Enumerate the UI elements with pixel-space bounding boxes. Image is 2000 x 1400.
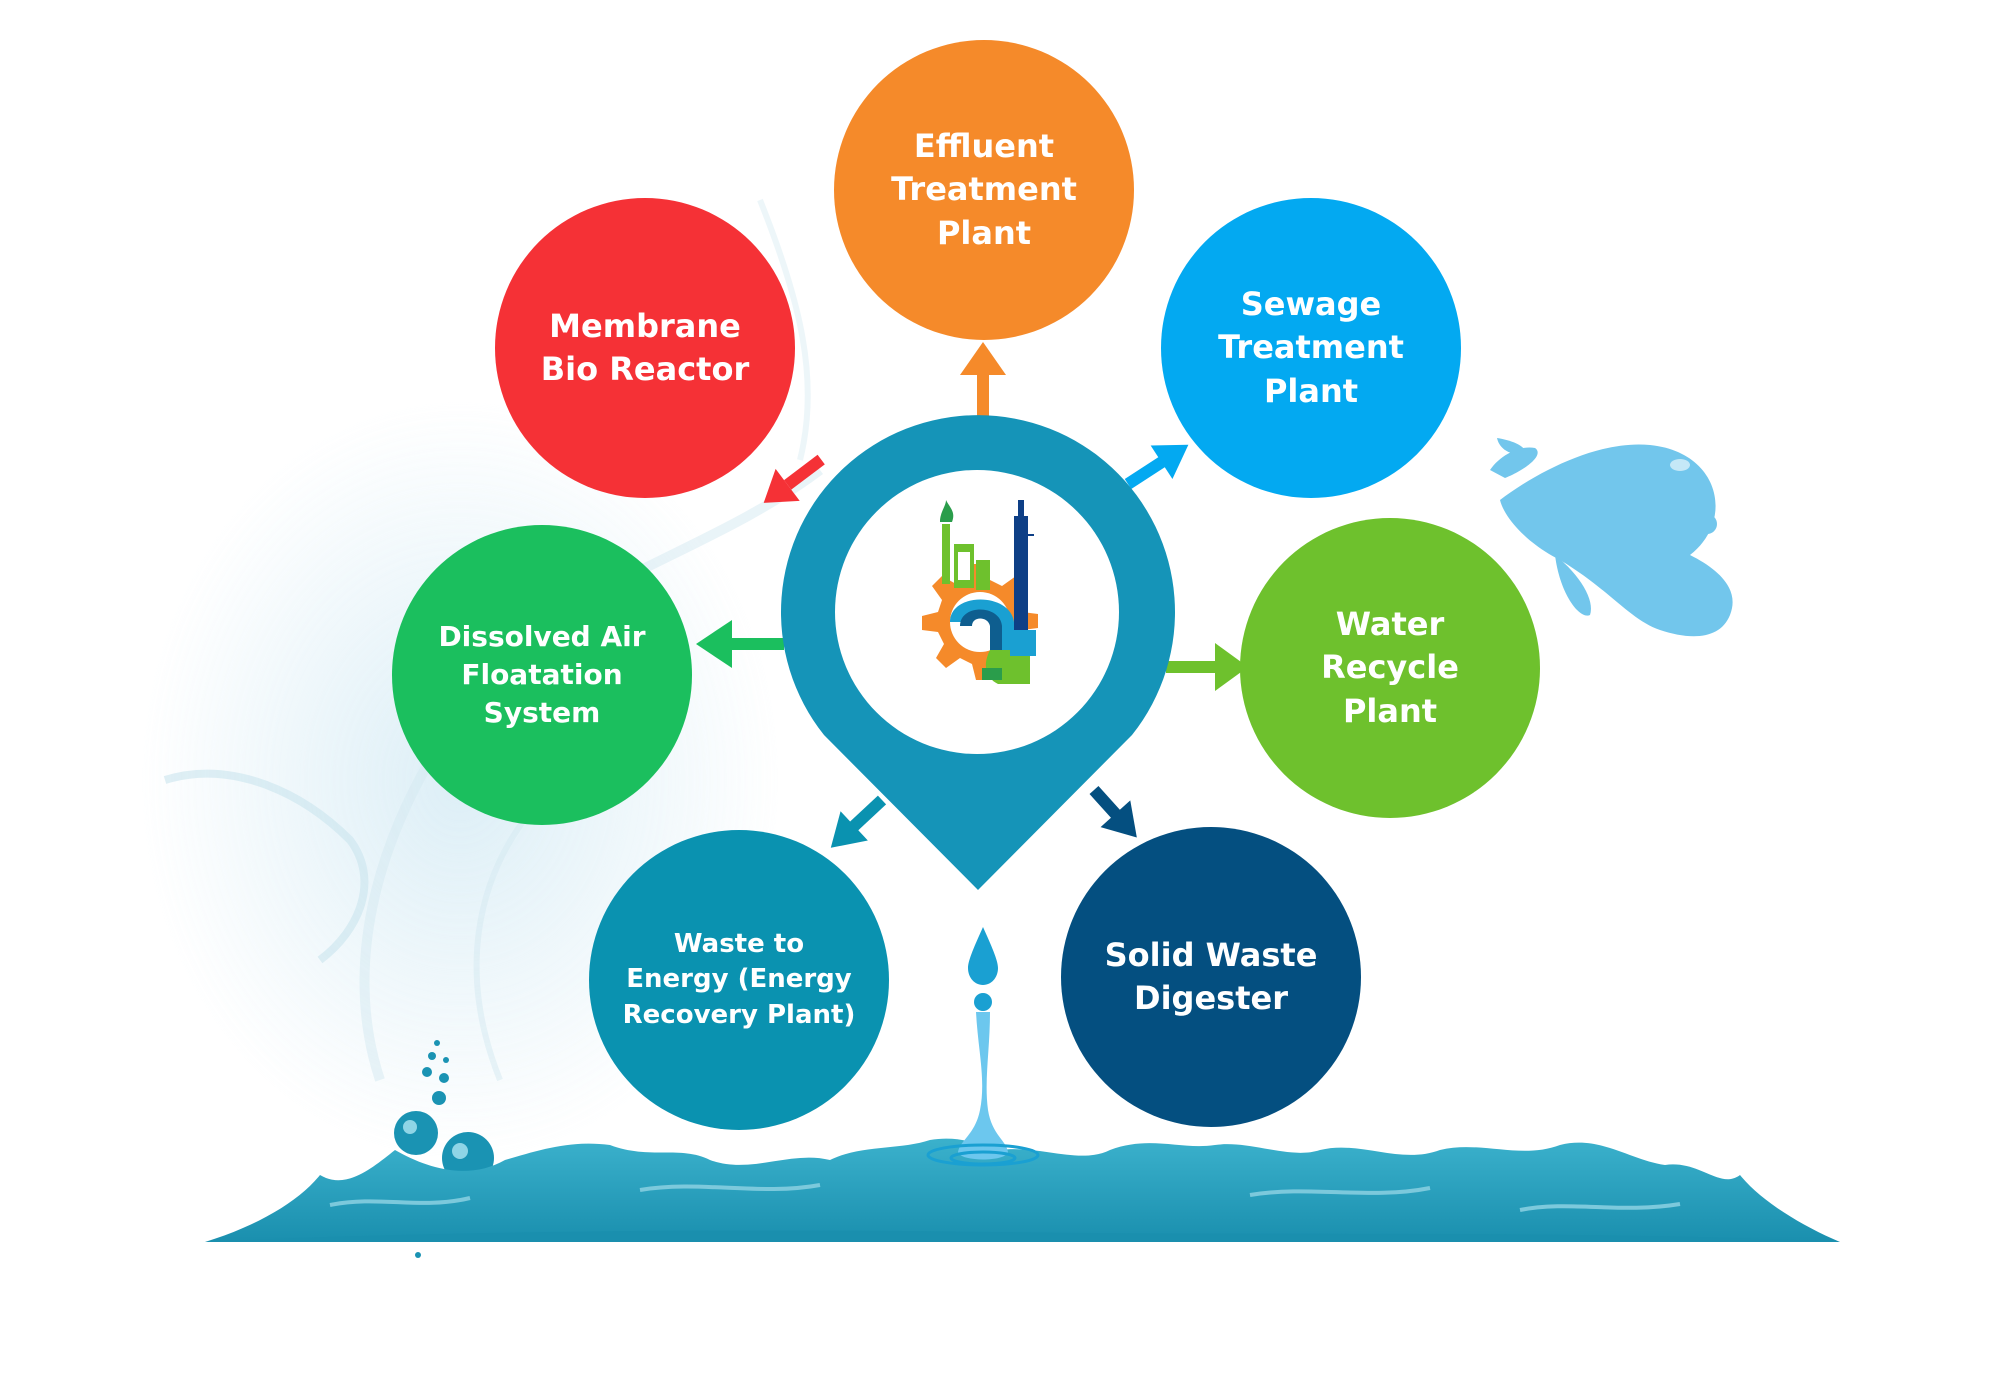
arrow-to-dissolved bbox=[696, 620, 784, 668]
industrial-plant-gear-icon bbox=[922, 500, 1038, 684]
node-label: Effluent Treatment Plant bbox=[891, 127, 1077, 252]
node-sewage-treatment-plant: Sewage Treatment Plant bbox=[1161, 198, 1461, 498]
node-waste-to-energy: Waste to Energy (Energy Recovery Plant) bbox=[589, 830, 889, 1130]
node-label: Water Recycle Plant bbox=[1321, 605, 1459, 730]
node-label: Solid Waste Digester bbox=[1104, 935, 1318, 1017]
arrow-to-waste bbox=[830, 795, 887, 848]
arrow-to-recycle bbox=[1166, 643, 1248, 691]
water-drop-icon bbox=[926, 927, 1040, 1167]
node-label: Dissolved Air Floatation System bbox=[438, 620, 646, 729]
node-effluent-treatment-plant: Effluent Treatment Plant bbox=[834, 40, 1134, 340]
water-waves bbox=[205, 1138, 1840, 1242]
arrow-to-sewage bbox=[1124, 444, 1189, 490]
node-label: Sewage Treatment Plant bbox=[1218, 285, 1404, 410]
node-label: Membrane Bio Reactor bbox=[540, 306, 750, 388]
node-solid-waste-digester: Solid Waste Digester bbox=[1061, 827, 1361, 1127]
arrow-to-membrane bbox=[763, 454, 825, 503]
node-water-recycle-plant: Water Recycle Plant bbox=[1240, 518, 1540, 818]
arrow-to-solid bbox=[1089, 785, 1137, 838]
node-membrane-bio-reactor: Membrane Bio Reactor bbox=[495, 198, 795, 498]
arrows bbox=[696, 342, 1248, 848]
arrow-to-effluent bbox=[960, 342, 1006, 418]
water-splash-icon bbox=[1490, 438, 1733, 637]
node-label: Waste to Energy (Energy Recovery Plant) bbox=[622, 929, 856, 1030]
node-dissolved-air-floatation-system: Dissolved Air Floatation System bbox=[392, 525, 692, 825]
